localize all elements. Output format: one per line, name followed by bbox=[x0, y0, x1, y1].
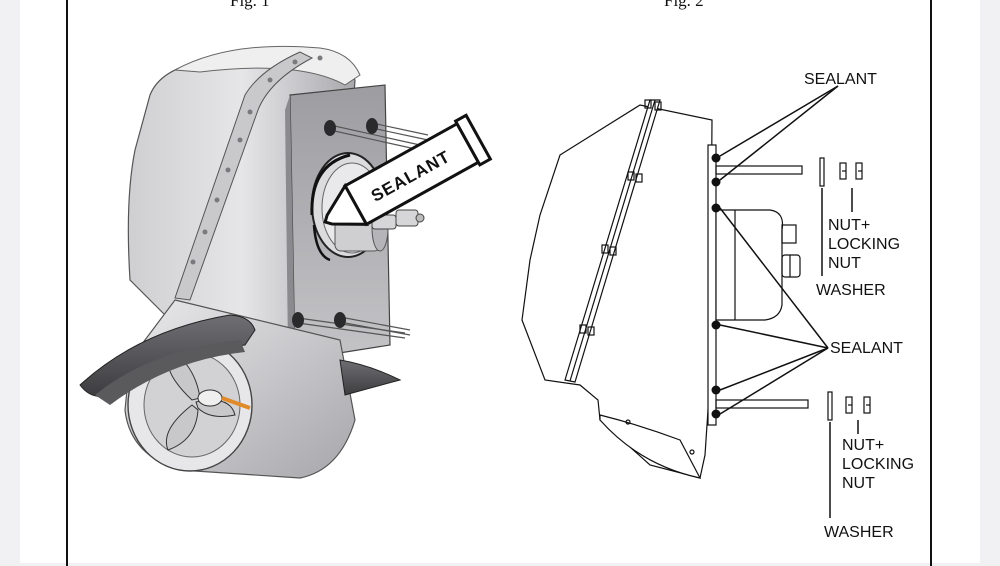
fig-2-side-view bbox=[521, 99, 871, 479]
fig-2-sealant-points bbox=[711, 153, 721, 419]
label-nut-bot-3: NUT bbox=[842, 475, 875, 492]
label-washer-top: WASHER bbox=[816, 282, 886, 299]
page-frame bbox=[66, 0, 932, 566]
label-sealant-mid: SEALANT bbox=[830, 340, 903, 357]
label-nut-top-3: NUT bbox=[828, 255, 861, 272]
label-nut-top-2: LOCKING bbox=[828, 236, 900, 253]
fig-2-labels: SEALANT NUT+ LOCKING NUT WASHER SEALANT … bbox=[804, 71, 914, 541]
fig-2-leader-lines bbox=[719, 85, 859, 518]
label-nut-bot-1: NUT+ bbox=[842, 437, 884, 454]
label-nut-top-1: NUT+ bbox=[828, 217, 870, 234]
label-sealant-top: SEALANT bbox=[804, 71, 877, 88]
fig-2-caption: Fig. 2 bbox=[664, 0, 704, 10]
label-nut-bot-2: LOCKING bbox=[842, 456, 914, 473]
fig-1-caption: Fig. 1 bbox=[230, 0, 270, 10]
fig-1-thruster bbox=[79, 45, 429, 479]
label-washer-bot: WASHER bbox=[824, 524, 894, 541]
